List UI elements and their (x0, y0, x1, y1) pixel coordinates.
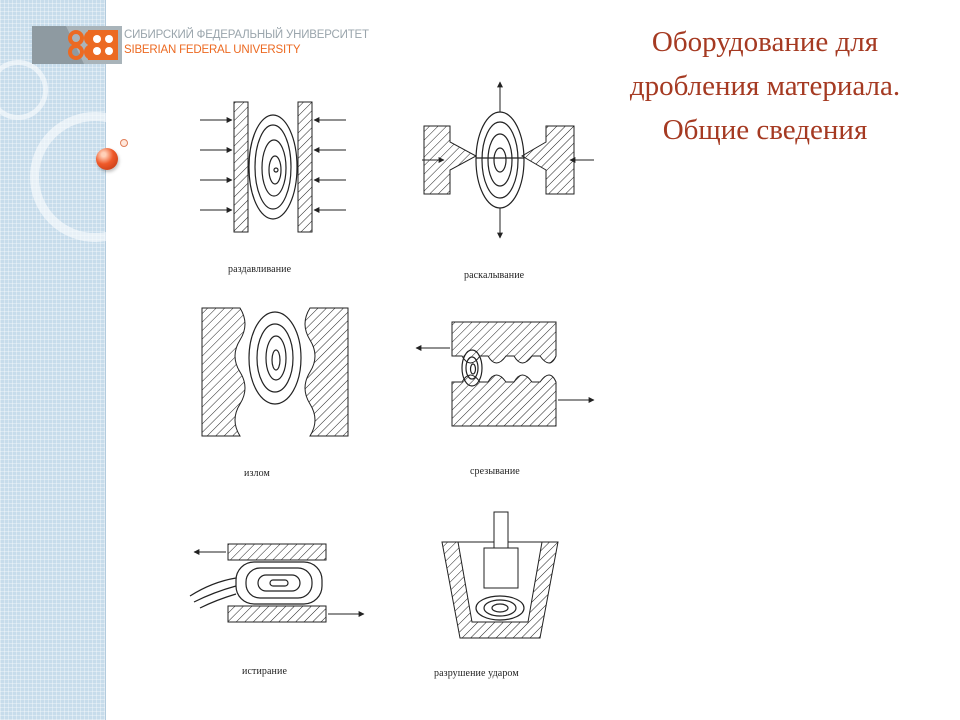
slide-title-line-1: Оборудование для (651, 26, 879, 58)
decorative-ring (0, 60, 48, 120)
university-logo-icon (32, 26, 122, 64)
splitting-diagram (422, 81, 594, 239)
caption-impact: разрушение ударом (434, 668, 519, 679)
breaking-diagram (201, 307, 349, 437)
slide-title-line-3: Общие сведения (662, 114, 868, 146)
caption-shearing: срезывание (470, 466, 520, 477)
university-name-ru: СИБИРСКИЙ ФЕДЕРАЛЬНЫЙ УНИВЕРСИТЕТ (124, 29, 369, 41)
caption-attrition: истирание (242, 666, 287, 677)
university-name-en: SIBERIAN FEDERAL UNIVERSITY (124, 44, 301, 56)
slide-title: Оборудование для дробления материала. Об… (580, 20, 950, 152)
decorative-ring (30, 112, 160, 242)
figure-breaking: излом (190, 300, 380, 480)
impact-diagram (441, 511, 559, 639)
decorative-orange-ball (96, 148, 118, 170)
figure-attrition: истирание (184, 538, 384, 686)
decorative-small-ball (120, 139, 128, 147)
attrition-diagram (189, 543, 365, 623)
figure-impact: разрушение ударом (432, 498, 612, 688)
caption-splitting: раскалывание (464, 270, 525, 281)
figure-shearing: срезывание (410, 316, 600, 477)
caption-crushing: раздавливание (228, 264, 292, 275)
caption-breaking: излом (244, 468, 270, 479)
slide-title-line-2: дробления материала. (629, 70, 901, 102)
crushing-diagram (200, 101, 346, 233)
decorative-sidebar (0, 0, 160, 720)
shearing-diagram (415, 321, 595, 427)
figure-splitting: раскалывание (418, 78, 598, 282)
figure-crushing: раздавливание (186, 92, 386, 282)
university-name: СИБИРСКИЙ ФЕДЕРАЛЬНЫЙ УНИВЕРСИТЕТ SIBERI… (124, 28, 369, 58)
